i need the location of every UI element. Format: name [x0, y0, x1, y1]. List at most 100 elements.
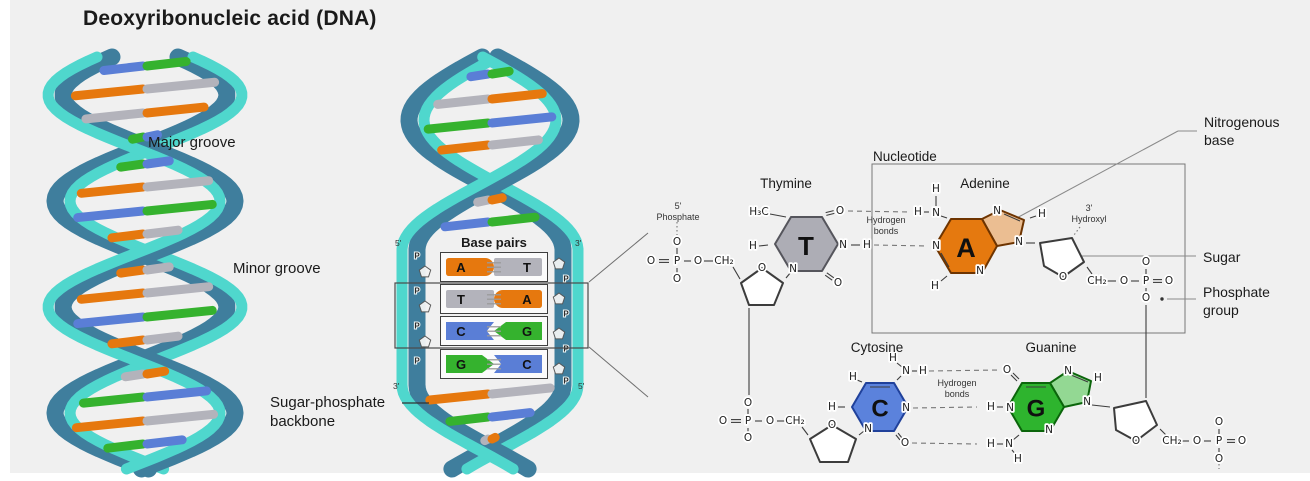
phosphate-group-label: Phosphate group: [1203, 284, 1270, 318]
cytosine-label: Cytosine: [850, 340, 904, 355]
major-groove-label: Major groove: [148, 134, 236, 151]
phosphate-p-mark: P: [414, 252, 420, 261]
atom-label: H: [987, 401, 995, 413]
atom-label: O: [1215, 416, 1223, 428]
base-pair-letter-left: G: [455, 357, 467, 372]
atom-label: N: [864, 423, 872, 435]
atom-label: H: [931, 280, 939, 292]
base-pair-letter-right: C: [522, 357, 532, 372]
atom-label: N: [1064, 365, 1072, 377]
atom-label: O: [1238, 435, 1246, 447]
adenine-label: Adenine: [960, 176, 1010, 191]
atom-label: O: [1059, 271, 1067, 283]
atom-label: CH₂: [1162, 435, 1181, 447]
atom-label: H: [749, 240, 757, 252]
base-pair-letter-left: A: [456, 260, 466, 275]
atom-label: O: [744, 397, 752, 409]
atom-label: N: [1005, 438, 1013, 450]
phosphate-p-mark: P: [414, 357, 420, 366]
atom-label: N: [932, 240, 940, 252]
atom-label: CH₂: [714, 255, 733, 267]
atom-label: O: [1215, 453, 1223, 465]
atom-label: O: [1142, 256, 1150, 268]
strand-end-3-bottom-left: 3': [393, 381, 400, 391]
base-segment-t: [494, 258, 542, 276]
atom-label: O: [758, 262, 766, 274]
base-segment-g: [446, 355, 494, 373]
hydrogen-bond-dashes: [487, 359, 501, 370]
atom-label: O: [1120, 275, 1128, 287]
atom-label: O: [744, 432, 752, 444]
atom-label: O: [901, 437, 909, 449]
thymine-label: Thymine: [760, 176, 812, 191]
hydrogen-bonds-label-bottom: Hydrogen bonds: [937, 378, 977, 399]
base-pairs-title: Base pairs: [461, 235, 527, 250]
atom-label: N: [932, 207, 940, 219]
atom-label: H: [849, 371, 857, 383]
atom-label: P: [745, 415, 751, 427]
atom-label: P: [1143, 275, 1149, 287]
atom-label: O: [828, 419, 836, 431]
atom-label: CH₂: [1087, 275, 1106, 287]
atom-label: N: [1015, 236, 1023, 248]
base-letter-g: G: [1027, 396, 1046, 423]
base-segment-c: [494, 355, 542, 373]
phosphate-p-mark: P: [414, 322, 420, 331]
base-letter-c: C: [871, 396, 888, 423]
atom-label: CH₂: [785, 415, 804, 427]
sugar-phosphate-backbone-label: Sugar-phosphate backbone: [270, 394, 386, 430]
atom-label: H: [1094, 372, 1102, 384]
sugar-callout-label: Sugar: [1203, 249, 1241, 265]
phosphate-p-mark: P: [563, 345, 569, 354]
hydrogen-bond-dashes: [487, 326, 501, 337]
base-letter-t: T: [798, 231, 814, 261]
base-segment-a: [494, 290, 542, 308]
atom-label: H: [914, 206, 922, 218]
base-segment-g: [494, 322, 542, 340]
atom-label: H: [1014, 453, 1022, 465]
strand-end-5-bottom-right: 5': [578, 381, 585, 391]
base-segment-t: [446, 290, 494, 308]
phosphate-p-mark: P: [563, 377, 569, 386]
five-prime-phosphate-label: 5' Phosphate: [656, 201, 700, 222]
atom-label: O: [1003, 364, 1011, 376]
hydrogen-bond-dashes: [487, 294, 501, 305]
atom-label: H: [932, 183, 940, 195]
strand-end-5-top-left: 5': [395, 238, 402, 248]
base-pair-letter-left: T: [457, 292, 465, 307]
atom-label: O: [647, 255, 655, 267]
atom-label: O: [836, 205, 844, 217]
guanine-label: Guanine: [1025, 340, 1077, 355]
minor-groove-label: Minor groove: [233, 260, 321, 277]
base-segment-a: [446, 258, 494, 276]
atom-label: O: [1193, 435, 1201, 447]
atom-label: O: [719, 415, 727, 427]
base-pair-letter-right: A: [522, 292, 532, 307]
atom-label: N: [839, 239, 847, 251]
atom-label: H: [828, 401, 836, 413]
atom-label: P: [674, 255, 680, 267]
atom-label: H: [987, 438, 995, 450]
atom-label: O: [1132, 435, 1140, 447]
atom-label: P: [1216, 435, 1222, 447]
atom-label: H: [889, 352, 897, 364]
atom-label: O: [1165, 275, 1173, 287]
nitrogenous-base-label: Nitrogenous base: [1204, 114, 1280, 148]
atom-label: N: [1083, 396, 1091, 408]
atom-label: O: [673, 236, 681, 248]
base-pair-letter-right: G: [521, 324, 533, 339]
atom-label: N: [1006, 402, 1014, 414]
atom-label: O: [766, 415, 774, 427]
atom-label: N: [1045, 424, 1053, 436]
atom-label: N: [976, 265, 984, 277]
nucleotide-label: Nucleotide: [873, 149, 937, 164]
atom-label: N: [789, 263, 797, 275]
hydrogen-bond-dashes: [487, 262, 501, 273]
atom-label: O: [694, 255, 702, 267]
